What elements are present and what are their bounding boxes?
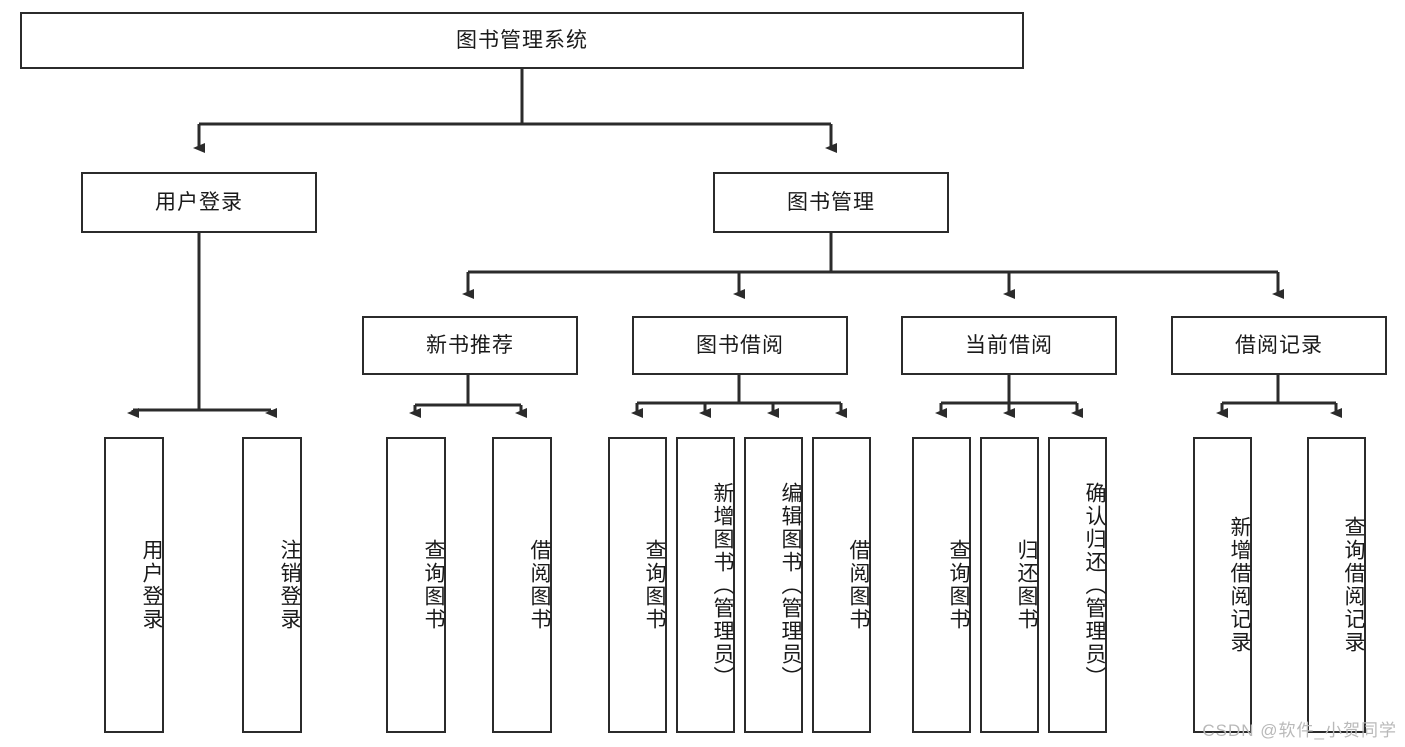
leaf-user-login-login[interactable]: 用户登录 (104, 437, 164, 733)
node-root-library-system[interactable]: 图书管理系统 (20, 12, 1024, 69)
node-label: 归还图书 (1015, 539, 1038, 631)
csdn-watermark: CSDN @软件_小贺同学 (1202, 721, 1397, 740)
node-label: 新书推荐 (426, 333, 514, 357)
leaf-current-borrow-confirm-return[interactable]: 确认归还（管理员） (1048, 437, 1107, 733)
leaf-new-book-query[interactable]: 查询图书 (386, 437, 446, 733)
leaf-book-borrow-add[interactable]: 新增图书（管理员） (676, 437, 735, 733)
node-label: 查询图书 (947, 539, 970, 631)
node-label: 图书管理系统 (456, 28, 588, 52)
node-label: 借阅图书 (847, 539, 870, 631)
node-label: 借阅记录 (1235, 333, 1323, 357)
node-book-borrow[interactable]: 图书借阅 (632, 316, 848, 375)
leaf-current-borrow-return[interactable]: 归还图书 (980, 437, 1039, 733)
node-new-book-recommend[interactable]: 新书推荐 (362, 316, 578, 375)
leaf-borrow-record-query[interactable]: 查询借阅记录 (1307, 437, 1366, 733)
node-label: 新增借阅记录 (1228, 516, 1251, 654)
node-label: 用户登录 (155, 190, 243, 214)
node-borrow-record[interactable]: 借阅记录 (1171, 316, 1387, 375)
node-user-login[interactable]: 用户登录 (81, 172, 317, 233)
node-label: 借阅图书 (528, 539, 551, 631)
node-label: 新增图书（管理员） (711, 481, 734, 689)
node-label: 注销登录 (278, 539, 301, 631)
node-current-borrow[interactable]: 当前借阅 (901, 316, 1117, 375)
node-label: 用户登录 (140, 539, 163, 631)
node-label: 查询借阅记录 (1342, 516, 1365, 654)
node-label: 编辑图书（管理员） (779, 481, 802, 689)
leaf-book-borrow-edit[interactable]: 编辑图书（管理员） (744, 437, 803, 733)
node-label: 确认归还（管理员） (1083, 481, 1106, 689)
leaf-current-borrow-query[interactable]: 查询图书 (912, 437, 971, 733)
node-label: 查询图书 (422, 539, 445, 631)
leaf-book-borrow-borrow[interactable]: 借阅图书 (812, 437, 871, 733)
node-label: 图书管理 (787, 190, 875, 214)
node-label: 当前借阅 (965, 333, 1053, 357)
node-book-management[interactable]: 图书管理 (713, 172, 949, 233)
leaf-book-borrow-query[interactable]: 查询图书 (608, 437, 667, 733)
node-label: 查询图书 (643, 539, 666, 631)
leaf-borrow-record-add[interactable]: 新增借阅记录 (1193, 437, 1252, 733)
leaf-user-login-logout[interactable]: 注销登录 (242, 437, 302, 733)
node-label: 图书借阅 (696, 333, 784, 357)
leaf-new-book-borrow[interactable]: 借阅图书 (492, 437, 552, 733)
